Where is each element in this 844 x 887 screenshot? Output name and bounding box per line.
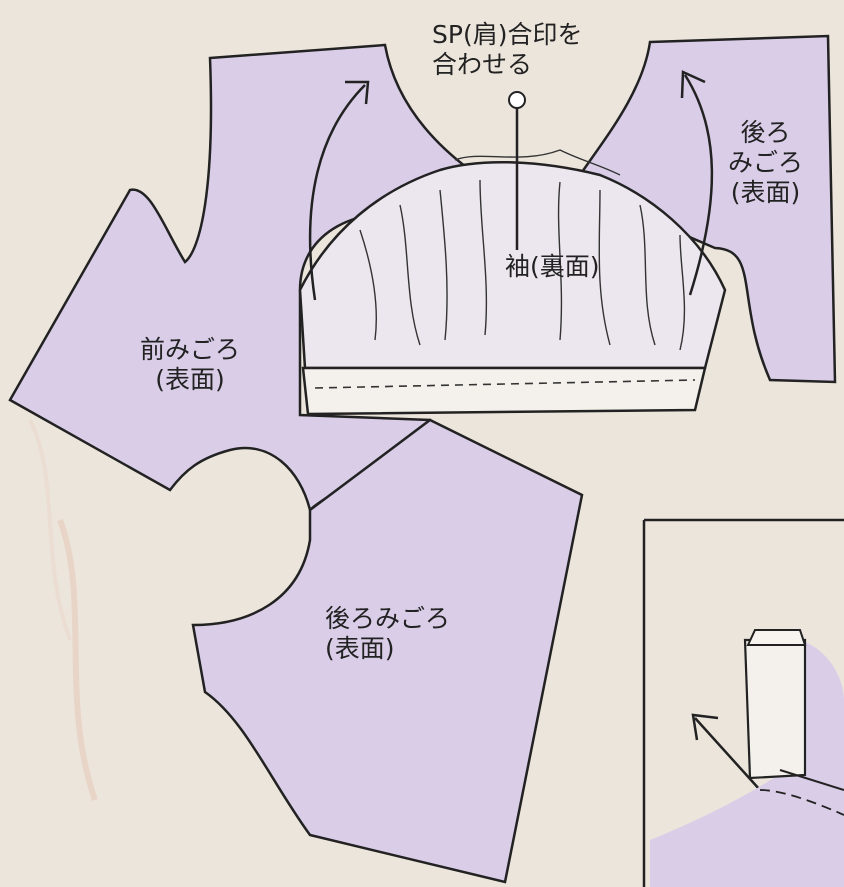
back-bodice-top-label: 後ろ みごろ (表面): [728, 118, 803, 208]
background-stain: [57, 518, 98, 801]
back-bodice-bottom-label-line2: (表面): [325, 634, 395, 663]
sleeve-label: 袖(裏面): [505, 252, 600, 282]
sleeve-piece: [298, 160, 727, 370]
front-bodice-label-line1: 前みごろ: [140, 335, 241, 364]
sp-match-label-line2: 合わせる: [432, 50, 533, 79]
front-bodice-label-line2: (表面): [155, 365, 225, 394]
front-bodice-label: 前みごろ (表面): [140, 335, 240, 395]
back-bodice-bottom-piece: [191, 418, 584, 884]
back-bodice-top-label-line2: みごろ: [728, 148, 804, 177]
detail-inset: [642, 518, 844, 887]
gather-lines: [359, 149, 686, 351]
back-bodice-top-label-line1: 後ろ: [740, 118, 791, 147]
pin-icon: [508, 91, 526, 250]
sp-match-label-line1: SP(肩)合印を: [432, 20, 583, 49]
arrow-icon: [308, 70, 761, 791]
back-bodice-top-label-line3: (表面): [730, 178, 801, 207]
sleeve-label-text: 袖(裏面): [505, 252, 600, 281]
back-bodice-bottom-label-line1: 後ろみごろ: [325, 604, 451, 633]
sp-match-label: SP(肩)合印を 合わせる: [432, 20, 582, 80]
binding-strip: [301, 366, 707, 416]
back-bodice-bottom-label: 後ろみごろ (表面): [325, 604, 450, 664]
background-stain: [28, 419, 72, 641]
binding-stitch-line: [314, 379, 696, 389]
